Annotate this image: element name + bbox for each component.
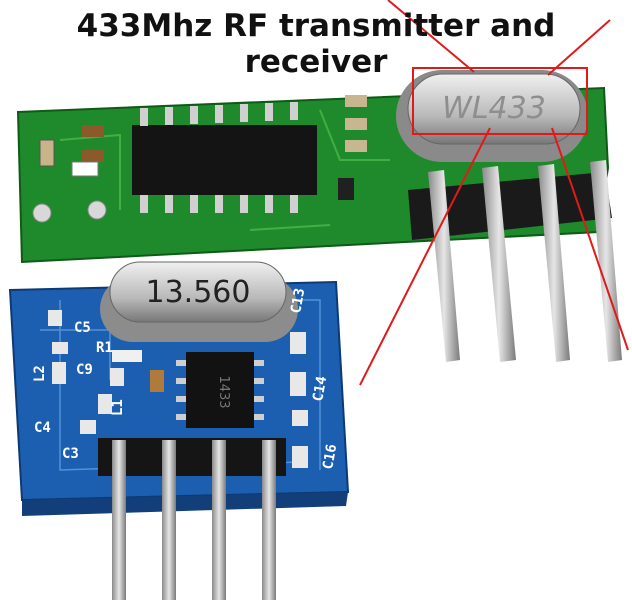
transmitter-module: 13.560 1433 xyxy=(8,261,350,600)
receiver-capacitors xyxy=(39,95,367,200)
photo-title: 433Mhz RF transmitter and receiver xyxy=(76,8,556,80)
transmitter-header xyxy=(98,438,286,600)
transmitter-chip-label: 1433 xyxy=(216,375,231,408)
annotation xyxy=(359,0,629,386)
receiver-crystal-label: WL433 xyxy=(442,91,546,126)
transmitter-crystal: 13.560 xyxy=(100,261,298,342)
silk-c13: C13 xyxy=(288,287,308,315)
silk-l1: L1 xyxy=(110,399,126,416)
silk-c5: C5 xyxy=(74,320,91,336)
receiver-chip xyxy=(132,125,317,195)
silk-c16: C16 xyxy=(320,443,340,471)
silk-c9: C9 xyxy=(76,362,93,378)
receiver-header xyxy=(408,160,622,362)
annotation-highlight-box xyxy=(412,67,588,135)
silk-l2: L2 xyxy=(32,365,48,382)
receiver-module: WL433 xyxy=(16,70,622,362)
silk-c4: C4 xyxy=(34,420,51,436)
silk-c14: C14 xyxy=(310,375,330,403)
transmitter-components xyxy=(48,310,308,468)
transmitter-silkscreen: C5 C13 R1 C9 L2 C14 L1 C4 C3 C16 xyxy=(32,287,340,471)
silk-c3: C3 xyxy=(62,446,79,462)
silk-r1: R1 xyxy=(96,340,113,356)
receiver-crystal: WL433 xyxy=(396,70,588,162)
transmitter-crystal-label: 13.560 xyxy=(146,275,251,310)
transmitter-chip: 1433 xyxy=(176,352,264,428)
